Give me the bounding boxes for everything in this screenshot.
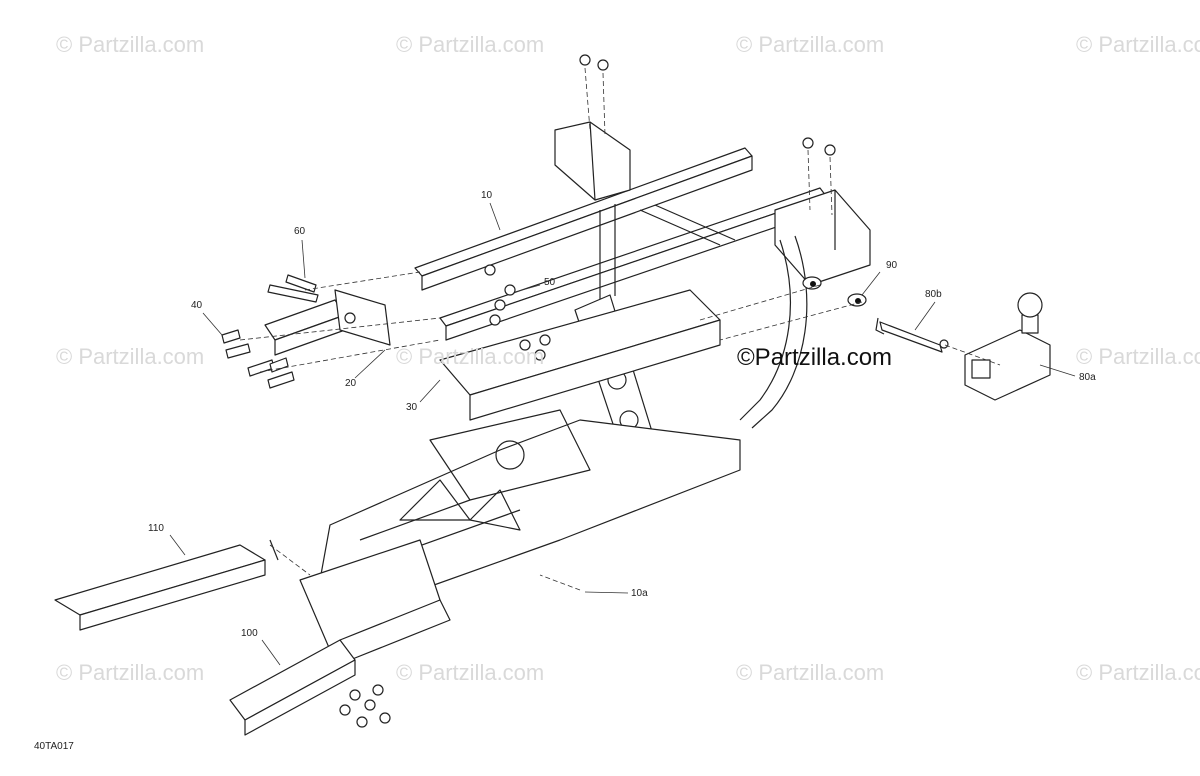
callout-50[interactable]: 50 [544,277,556,288]
watermark: © Partzilla.com [396,660,545,685]
upper-bracket [554,121,631,201]
part-50-bolts [344,264,551,361]
callout-10[interactable]: 10 [481,190,493,201]
watermark: © Partzilla.com [736,660,885,685]
watermark: © Partzilla.com [396,32,545,57]
callout-20[interactable]: 20 [345,378,357,389]
callout-90[interactable]: 90 [886,260,898,271]
leader-lines [169,202,1076,666]
part-40-bolts [221,329,295,389]
watermark: © Partzilla.com [56,344,205,369]
callout-110[interactable]: 110 [148,523,164,534]
callout-80a[interactable]: 80a [1079,372,1096,383]
part-80b-pin [875,317,949,353]
callout-10a[interactable]: 10a [631,588,648,599]
top-nuts [579,54,836,216]
middle-crossmember [439,289,721,421]
callout-30[interactable]: 30 [406,402,418,413]
callout-40[interactable]: 40 [191,300,203,311]
watermark-center: ©Partzilla.com [737,344,893,371]
part-100-cover [229,639,356,736]
part-80a-hitch-receiver [964,292,1051,401]
watermark: © Partzilla.com [56,660,205,685]
watermark: © Partzilla.com [1076,32,1200,57]
drawing-code: 40TA017 [34,741,74,752]
part-20-bracket [264,289,391,356]
part-60-bolts [267,274,319,303]
callout-80b[interactable]: 80b [925,289,942,300]
watermark: © Partzilla.com [1076,660,1200,685]
rear-right-bracket [774,189,871,286]
callout-60[interactable]: 60 [294,226,306,237]
part-90-plugs [802,276,867,307]
bottom-nuts [339,684,391,728]
hitch-arm [739,235,808,429]
watermark: © Partzilla.com [56,32,205,57]
watermark: © Partzilla.com [1076,344,1200,369]
watermark: © Partzilla.com [396,344,545,369]
upper-frame-rails [414,147,827,341]
watermark: © Partzilla.com [736,32,885,57]
assembly-dashed-lines [239,271,1001,591]
callout-100[interactable]: 100 [241,628,258,639]
part-110-guard [54,539,279,631]
